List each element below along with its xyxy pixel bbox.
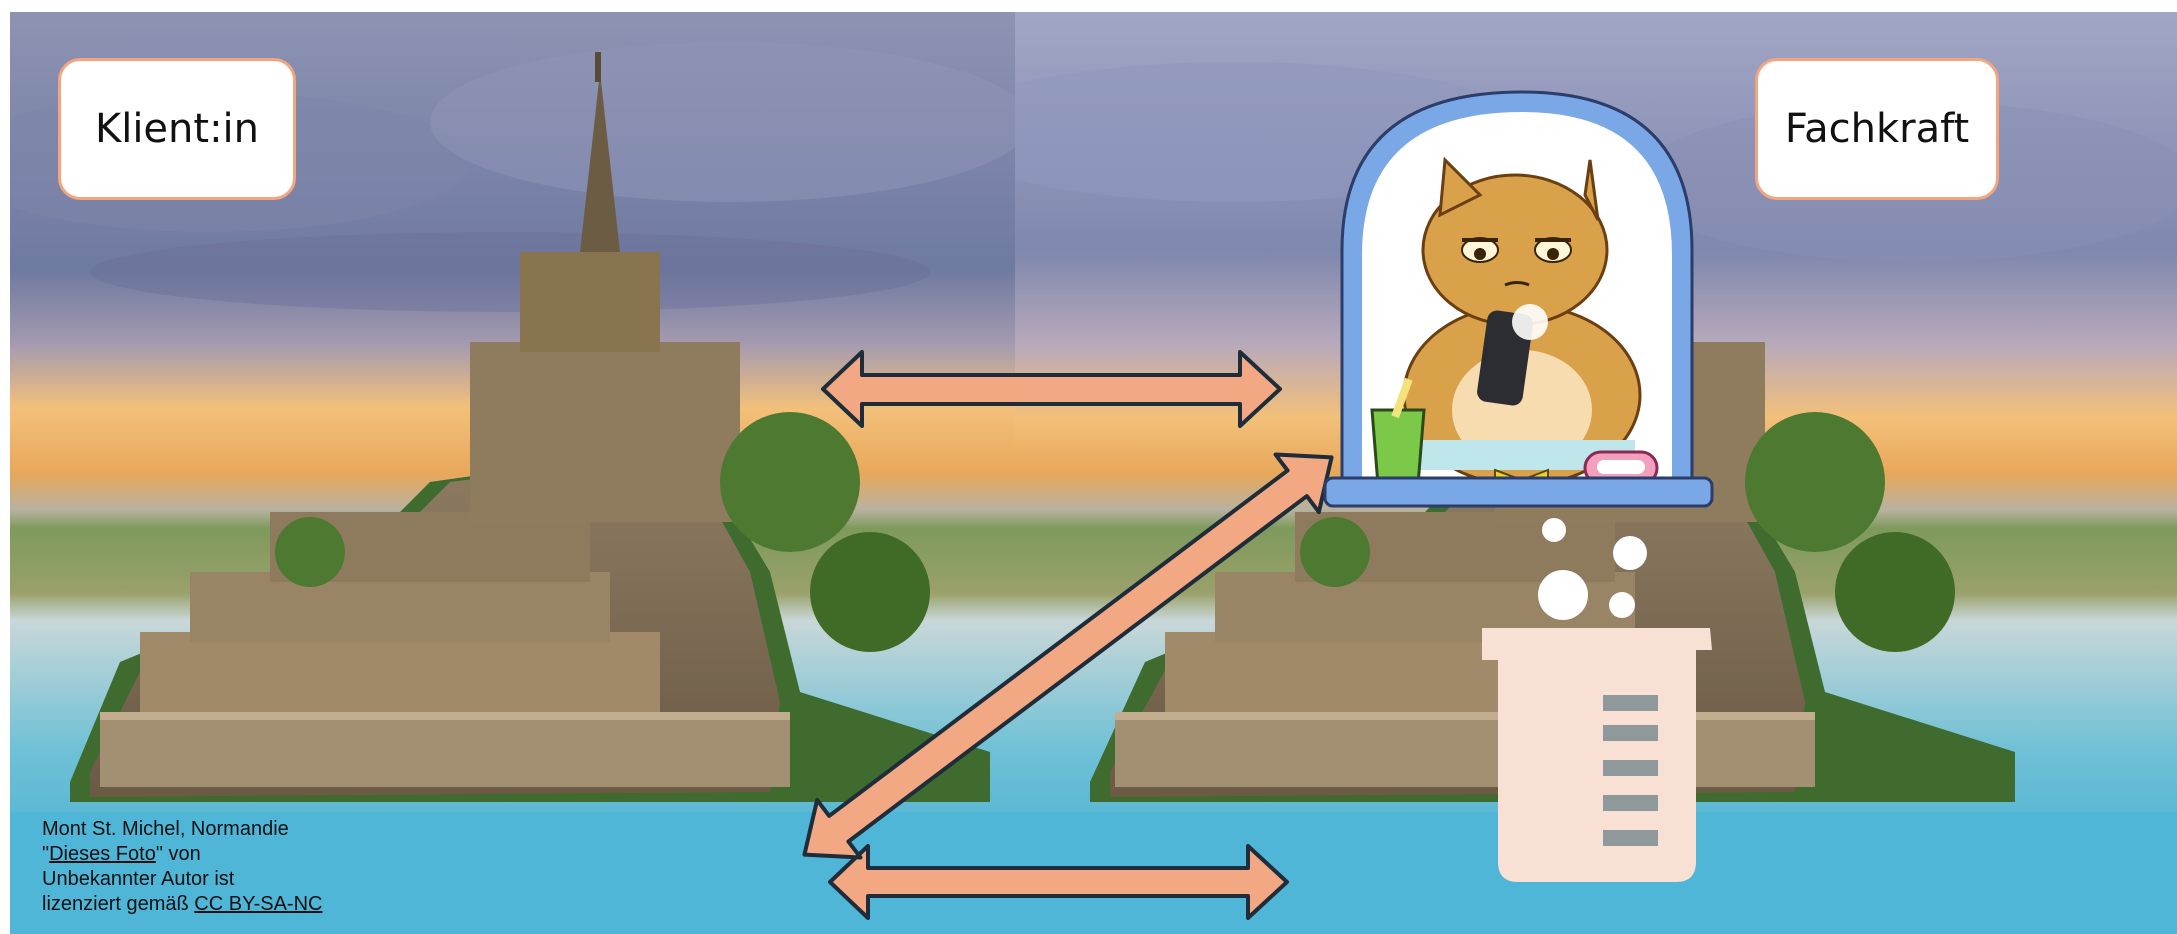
cat-sticker-icon <box>1323 90 1714 508</box>
license-link[interactable]: CC BY-SA-NC <box>194 893 323 915</box>
caption-line-2: "Dieses Foto" von <box>42 842 362 867</box>
thought-bubble-icon <box>1538 518 1647 620</box>
photo-credit-caption: Mont St. Michel, Normandie "Dieses Foto"… <box>42 817 362 917</box>
double-arrow-icon <box>802 452 1334 860</box>
double-arrow-icon <box>821 350 1282 428</box>
professional-label-box: Fachkraft <box>1755 58 1999 200</box>
photo-source-link[interactable]: Dieses Foto <box>49 843 156 865</box>
caption-quote-close: " von <box>155 843 201 865</box>
beaker-icon <box>1482 628 1712 882</box>
caption-line-4: lizenziert gemäß CC BY-SA-NC <box>42 892 362 917</box>
caption-line-3: Unbekannter Autor ist <box>42 868 235 890</box>
photo-mont-st-michel-left <box>10 12 1015 934</box>
caption-line-1: Mont St. Michel, Normandie <box>42 818 289 840</box>
caption-quote-open: " <box>42 843 50 865</box>
client-label-box: Klient:in <box>58 58 296 200</box>
caption-license-prefix: lizenziert gemäß <box>42 893 195 915</box>
double-arrow-icon <box>828 844 1289 920</box>
